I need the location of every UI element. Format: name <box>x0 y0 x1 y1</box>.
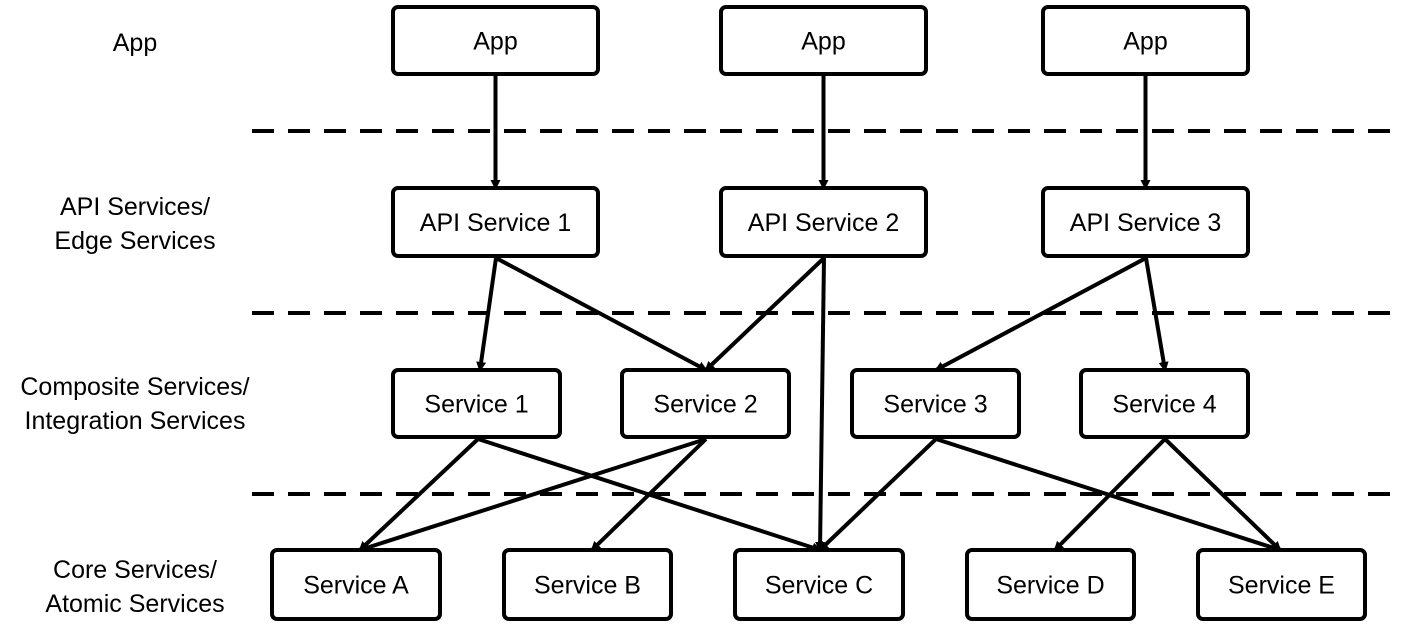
node-box <box>391 5 600 76</box>
edge-s2-to-sb <box>590 437 708 552</box>
node-box <box>719 186 928 258</box>
node-label: Service 2 <box>653 391 757 419</box>
node-label: Service E <box>1228 572 1335 600</box>
node-box <box>733 548 905 621</box>
layer-label-api: Edge Services <box>54 227 215 255</box>
edge-s4-to-se <box>1163 437 1282 552</box>
node-box <box>1041 186 1250 258</box>
node-box <box>965 548 1136 621</box>
node-label: API Service 2 <box>748 209 899 237</box>
edge-api3-to-s4 <box>1144 257 1169 372</box>
node-s4[interactable]: Service 4 <box>1079 368 1250 439</box>
node-box <box>850 368 1021 439</box>
layer-label-api: API Services/ <box>60 193 210 221</box>
node-box <box>270 548 442 621</box>
edge-api2-to-s2 <box>704 256 826 372</box>
edge-api2-to-sc <box>815 257 826 552</box>
node-label: API Service 1 <box>420 209 571 237</box>
layer-label-core: Core Services/ <box>53 556 217 584</box>
node-label: Service A <box>303 572 409 600</box>
node-s3[interactable]: Service 3 <box>850 368 1021 439</box>
node-label: Service 1 <box>424 391 528 419</box>
node-app3[interactable]: App <box>1041 5 1250 76</box>
node-box <box>620 368 791 439</box>
layer-label-composite: Composite Services/ <box>20 373 249 401</box>
node-app2[interactable]: App <box>719 5 928 76</box>
node-sd[interactable]: Service D <box>965 548 1136 621</box>
edge-api1-to-s2 <box>495 256 708 372</box>
node-app1[interactable]: App <box>391 5 600 76</box>
edge-s3-to-sc <box>818 437 938 552</box>
node-box <box>1041 5 1250 76</box>
node-s1[interactable]: Service 1 <box>391 368 562 439</box>
edges <box>358 74 1282 553</box>
layer-separators <box>252 129 1395 496</box>
node-api3[interactable]: API Service 3 <box>1041 186 1250 258</box>
node-box <box>391 186 600 258</box>
node-label: App <box>801 28 845 56</box>
node-label: Service 3 <box>883 391 987 419</box>
node-label: Service B <box>534 572 641 600</box>
node-label: Service D <box>996 572 1104 600</box>
layer-label-core: Atomic Services <box>45 590 224 618</box>
edge-s2-to-sa <box>358 437 707 553</box>
edge-s4-to-sd <box>1053 437 1167 552</box>
node-api1[interactable]: API Service 1 <box>391 186 600 258</box>
node-box <box>1196 548 1367 621</box>
node-se[interactable]: Service E <box>1196 548 1367 621</box>
node-s2[interactable]: Service 2 <box>620 368 791 439</box>
edge-api3-to-s3 <box>934 256 1147 372</box>
node-label: App <box>1123 28 1167 56</box>
layer-label-composite: Integration Services <box>25 407 246 435</box>
node-label: Service C <box>765 572 873 600</box>
node-label: Service 4 <box>1112 391 1216 419</box>
node-sc[interactable]: Service C <box>733 548 905 621</box>
node-label: API Service 3 <box>1070 209 1221 237</box>
node-label: App <box>473 28 517 56</box>
node-api2[interactable]: API Service 2 <box>719 186 928 258</box>
node-box <box>719 5 928 76</box>
edge-s1-to-sa <box>358 437 480 552</box>
node-sa[interactable]: Service A <box>270 548 442 621</box>
layer-label-app: App <box>113 29 157 57</box>
edge-api1-to-s1 <box>476 257 498 372</box>
node-box <box>1079 368 1250 439</box>
node-sb[interactable]: Service B <box>502 548 673 621</box>
node-box <box>502 548 673 621</box>
node-box <box>391 368 562 439</box>
